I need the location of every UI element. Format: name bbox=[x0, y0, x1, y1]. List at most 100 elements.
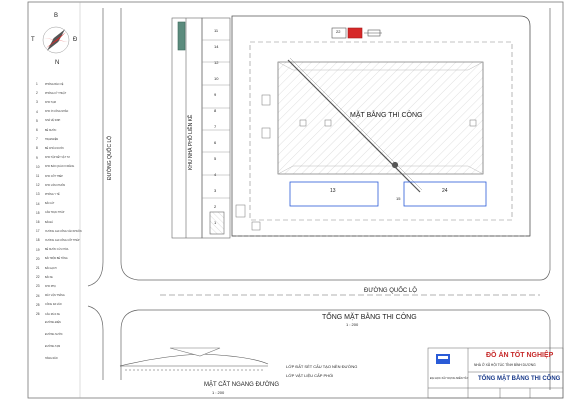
lot-number: 14 bbox=[214, 44, 219, 49]
legend-number: 25 bbox=[36, 302, 40, 307]
legend-number: 7 bbox=[36, 137, 38, 142]
legend-text: NHÀ VỆ SINH bbox=[45, 119, 61, 123]
legend-number: 15 bbox=[36, 210, 40, 215]
block-15-label: 15 bbox=[396, 196, 401, 201]
street-label: KHU NHÀ PHỐ LIỀN KỀ bbox=[188, 114, 194, 170]
legend-number: 21 bbox=[36, 266, 40, 270]
legend-number: 22 bbox=[36, 275, 40, 280]
legend-number: 8 bbox=[36, 146, 38, 151]
legend-text: KHO PHỤ bbox=[45, 284, 56, 288]
legend-text: PHÒNG BẢO VỆ bbox=[45, 82, 64, 86]
legend-text: BÃI CÁT bbox=[45, 202, 55, 206]
legend-text: BỂ NƯỚC CỨU HỎA bbox=[45, 248, 69, 252]
layer-1: LỚP ĐẤT SÉT CẤU TẠO NỀN ĐƯỜNG bbox=[286, 364, 358, 369]
legend-number: 14 bbox=[36, 201, 40, 206]
lot-number: 7 bbox=[214, 124, 217, 129]
legend-text: KHO BẢO QUẢN XI MĂNG bbox=[45, 165, 75, 169]
legend-number: 2 bbox=[36, 91, 38, 96]
title-heading: ĐỒ ÁN TỐT NGHIỆP bbox=[486, 352, 554, 359]
layer-2: LỚP VẬT LIỆU CẤP PHỐI bbox=[286, 373, 334, 378]
legend-number: 6 bbox=[36, 128, 38, 132]
legend-text: CỔNG RA VÀO bbox=[45, 303, 62, 307]
legend-text: PHÒNG Y TẾ bbox=[45, 192, 60, 196]
legend-line-text: ĐƯỜNG TẠM bbox=[45, 345, 61, 349]
school-logo bbox=[436, 354, 450, 364]
sheet-frame bbox=[27, 1, 564, 399]
legend-text: XƯỞNG GIA CÔNG CỐT THÉP bbox=[45, 238, 80, 242]
lot-number: 11 bbox=[214, 28, 219, 33]
legend-line-text: HÀNG RÀO bbox=[45, 357, 58, 361]
legend-text: BÃI TRỘN BÊ TÔNG bbox=[45, 257, 68, 261]
lot-number: 12 bbox=[214, 60, 219, 65]
lot-number: 8 bbox=[214, 108, 217, 113]
compass-west: T bbox=[31, 37, 35, 43]
legend-text: CẦU RỬA XE bbox=[45, 312, 60, 316]
inner-road bbox=[249, 41, 513, 221]
legend-number: 13 bbox=[36, 192, 40, 197]
legend-number: 23 bbox=[36, 284, 40, 289]
legend-number: 11 bbox=[36, 174, 40, 178]
legend-line-text: ĐƯỜNG ĐIỆN bbox=[45, 321, 61, 325]
legend-text: KHO CỐT THÉP bbox=[45, 174, 63, 178]
site-boxes bbox=[235, 94, 477, 231]
legend-number: 12 bbox=[36, 183, 40, 188]
legend-number: 26 bbox=[36, 312, 40, 316]
legend-text: BỂ CHỨA NƯỚC bbox=[45, 146, 65, 150]
legend-number: 17 bbox=[36, 229, 40, 234]
legend-text: KHO VÁN KHUÔN bbox=[45, 183, 66, 187]
block-22-label: 22 bbox=[336, 29, 341, 34]
legend-number: 20 bbox=[36, 256, 40, 261]
left-road bbox=[87, 8, 139, 380]
site-fence bbox=[231, 15, 531, 237]
road-label-left: ĐƯỜNG QUỐC LỘ bbox=[107, 135, 113, 180]
legend-number: 18 bbox=[36, 238, 40, 243]
compass-south: N bbox=[55, 60, 60, 66]
lot-number: 6 bbox=[214, 140, 217, 145]
title-block-frame bbox=[427, 347, 564, 399]
block-24 bbox=[403, 181, 487, 207]
legend-text: BÃI XE bbox=[45, 275, 53, 279]
building-footprint bbox=[277, 61, 484, 175]
legend-text: CẦN TRỤC THÁP bbox=[45, 211, 65, 215]
block-24-label: 24 bbox=[442, 188, 448, 194]
plan-scale: 1 : 200 bbox=[346, 322, 359, 327]
legend-number: 24 bbox=[36, 293, 40, 298]
lot-number: 5 bbox=[214, 156, 217, 161]
legend-text: BÃI ĐÁ bbox=[45, 220, 53, 224]
legend-number: 10 bbox=[36, 164, 40, 169]
block-13 bbox=[289, 181, 379, 207]
legend-line-text: ĐƯỜNG NƯỚC bbox=[45, 333, 63, 337]
section-title: MẶT CẮT NGANG ĐƯỜNG bbox=[204, 382, 280, 388]
gate-area bbox=[331, 27, 382, 39]
legend-text: XƯỞNG GIA CÔNG VÁN KHUÔN bbox=[45, 229, 82, 233]
row-house-street bbox=[171, 17, 231, 239]
legend-number: 5 bbox=[36, 118, 38, 123]
legend-number: 9 bbox=[36, 155, 38, 160]
lot-number: 1 bbox=[214, 220, 217, 225]
legend-text: TRẠM ĐIỆN bbox=[45, 137, 59, 141]
title-project: NHÀ Ở XÃ HỘI TÚC TỈNH BÌNH DƯƠNG bbox=[474, 363, 536, 367]
title-school: ĐẠI HỌC XÂY DỰNG MIỀN TÂY bbox=[430, 377, 469, 380]
legend-text: KHO Ở CÔNG NHÂN bbox=[45, 110, 69, 114]
title-drawing: TỔNG MẶT BẰNG THI CÔNG bbox=[478, 376, 561, 382]
compass-east: Đ bbox=[73, 37, 78, 43]
legend-text: KHO TẬP KẾT VẬT TƯ bbox=[45, 156, 71, 160]
lot-divisions bbox=[202, 39, 230, 199]
legend-text: PHÒNG KỸ THUẬT bbox=[45, 91, 67, 95]
lot-number: 2 bbox=[214, 204, 217, 209]
legend-text: MÁY VẬN THĂNG bbox=[45, 294, 65, 298]
section-scale: 1 : 200 bbox=[212, 390, 225, 395]
tower-crane bbox=[287, 57, 423, 193]
lot-number: 3 bbox=[214, 188, 217, 193]
legend-text: BÃI GẠCH bbox=[45, 266, 57, 270]
lot-number: 4 bbox=[214, 172, 217, 177]
legend-number: 19 bbox=[36, 247, 40, 252]
bottom-road bbox=[138, 8, 551, 390]
road-section-drawing bbox=[119, 347, 269, 371]
lot-number: 10 bbox=[214, 76, 219, 81]
legend-number: 1 bbox=[36, 82, 38, 86]
legend-number: 3 bbox=[36, 100, 38, 105]
compass-north: B bbox=[54, 13, 59, 19]
